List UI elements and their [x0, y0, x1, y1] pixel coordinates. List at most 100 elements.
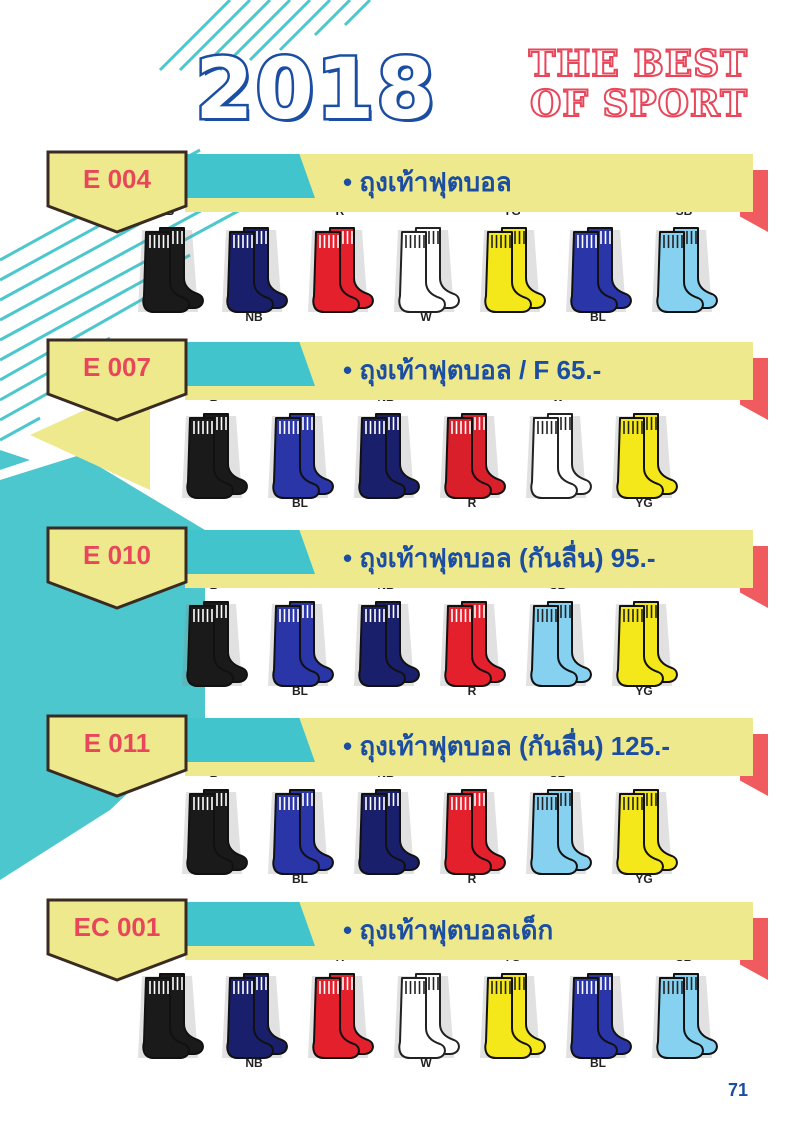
section-title: • ถุงเท้าฟุตบอล (กันลื่น) 125.- — [343, 731, 670, 761]
sock-b: B — [176, 766, 252, 876]
sock-bl: BL — [262, 784, 338, 886]
sock-w: W — [388, 968, 464, 1070]
sock-icon — [182, 789, 248, 875]
section-title: • ถุงเท้าฟุตบอล (กันลื่น) 95.- — [343, 543, 656, 573]
sock-icon — [138, 973, 204, 1059]
sock-yg: YG — [606, 784, 682, 886]
sock-color-label: NB — [245, 1056, 263, 1070]
sock-icon — [526, 601, 592, 687]
sock-icon — [440, 413, 506, 499]
sock-bl: BL — [262, 596, 338, 698]
header-tagline: THE BEST OF SPORT — [528, 43, 748, 125]
sock-sb: SB — [520, 578, 596, 688]
sock-b: B — [132, 204, 208, 314]
product-code: EC 001 — [73, 912, 161, 942]
header-tagline-line1: THE BEST — [528, 43, 748, 85]
sock-color-label: BL — [292, 684, 308, 698]
sock-yg: YG — [606, 408, 682, 510]
sock-color-label: R — [467, 496, 477, 510]
code-badge: E 004 — [46, 150, 188, 234]
sock-icon — [308, 973, 374, 1059]
sock-icon — [354, 413, 420, 499]
section-title: • ถุงเท้าฟุตบอล — [343, 167, 512, 197]
sock-color-label: NB — [245, 310, 263, 324]
sock-bl: BL — [560, 968, 636, 1070]
sock-r: R — [434, 596, 510, 698]
sock-sb: SB — [646, 950, 722, 1060]
sock-color-label: YG — [635, 684, 653, 698]
code-tab — [185, 154, 315, 198]
sock-icon — [138, 227, 204, 313]
code-badge: E 011 — [46, 714, 188, 798]
sock-color-label: YG — [635, 872, 653, 886]
code-tab — [185, 718, 315, 762]
sock-nb: NB — [348, 578, 424, 688]
product-code: E 004 — [83, 164, 151, 194]
sock-icon — [480, 973, 546, 1059]
sock-icon — [354, 789, 420, 875]
sock-icon — [394, 973, 460, 1059]
sock-icon — [612, 413, 678, 499]
sock-icon — [440, 789, 506, 875]
section-title: • ถุงเท้าฟุตบอล / F 65.- — [343, 355, 602, 385]
sock-color-label: BL — [292, 496, 308, 510]
product-code: E 010 — [83, 540, 151, 570]
sock-icon — [308, 227, 374, 313]
code-badge: EC 001 — [46, 898, 188, 982]
page-number: 71 — [727, 1080, 748, 1100]
sock-icon — [222, 973, 288, 1059]
sock-icon — [652, 227, 718, 313]
sock-r: R — [434, 784, 510, 886]
sock-icon — [268, 601, 334, 687]
sock-yg: YG — [606, 596, 682, 698]
product-code: E 007 — [83, 352, 151, 382]
sock-r: R — [302, 204, 378, 314]
sock-nb: NB — [348, 766, 424, 876]
code-badge: E 007 — [46, 338, 188, 422]
sock-bl: BL — [262, 408, 338, 510]
sock-icon — [652, 973, 718, 1059]
sock-color-label: YG — [635, 496, 653, 510]
sock-icon — [268, 789, 334, 875]
sock-icon — [222, 227, 288, 313]
sock-icon — [182, 413, 248, 499]
code-tab — [185, 530, 315, 574]
sock-nb: NB — [348, 390, 424, 500]
sock-nb: NB — [216, 222, 292, 324]
code-badge: E 010 — [46, 526, 188, 610]
sock-sb: SB — [646, 204, 722, 314]
sock-yg: YG — [474, 950, 550, 1060]
sock-sb: SB — [520, 766, 596, 876]
sock-r: R — [302, 950, 378, 1060]
sock-color-label: BL — [292, 872, 308, 886]
sock-color-label: R — [467, 872, 477, 886]
sock-color-label: W — [420, 310, 432, 324]
sock-icon — [182, 601, 248, 687]
sock-icon — [526, 413, 592, 499]
sock-nb: NB — [216, 968, 292, 1070]
header-year-outline: 2018 — [193, 38, 438, 141]
sock-icon — [480, 227, 546, 313]
sock-w: W — [520, 390, 596, 500]
sock-color-label: W — [420, 1056, 432, 1070]
sock-color-label: R — [467, 684, 477, 698]
code-tab — [185, 342, 315, 386]
code-tab — [185, 902, 315, 946]
sock-icon — [612, 789, 678, 875]
sock-icon — [268, 413, 334, 499]
sock-yg: YG — [474, 204, 550, 314]
product-code: E 011 — [83, 728, 151, 758]
sock-icon — [394, 227, 460, 313]
sock-icon — [354, 601, 420, 687]
header-tagline-line2: OF SPORT — [529, 83, 748, 125]
section-title: • ถุงเท้าฟุตบอลเด็ก — [343, 915, 554, 945]
sock-icon — [526, 789, 592, 875]
sock-color-label: BL — [590, 1056, 606, 1070]
sock-icon — [612, 601, 678, 687]
sock-icon — [566, 227, 632, 313]
header-year: 2018 — [195, 40, 437, 138]
sock-r: R — [434, 408, 510, 510]
sock-color-label: BL — [590, 310, 606, 324]
sock-b: B — [176, 390, 252, 500]
sock-bl: BL — [560, 222, 636, 324]
